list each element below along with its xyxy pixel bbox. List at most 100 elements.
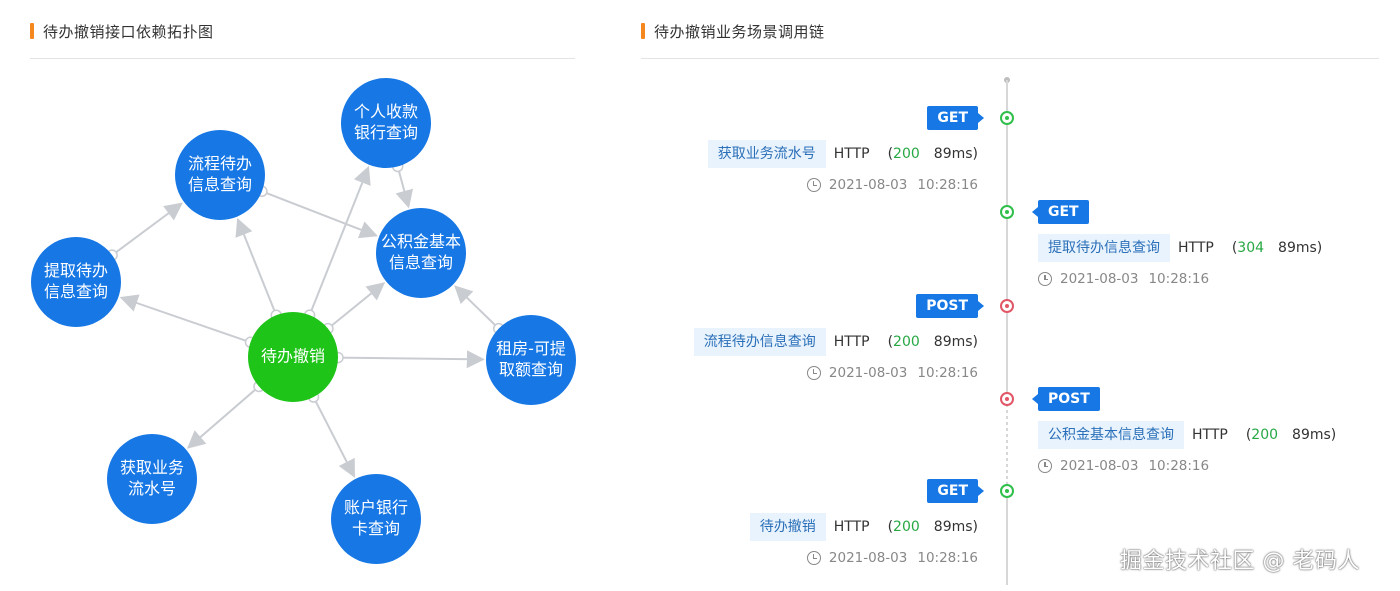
node-circle[interactable] [31, 237, 121, 327]
node-label: 个人收款 [354, 102, 418, 121]
http-method-badge: GET [927, 106, 984, 130]
edge-center-to-n_tiqu [119, 294, 251, 344]
node-label: 信息查询 [188, 175, 252, 194]
timestamp-row: 2021-08-03 10:28:16 [1038, 457, 1209, 475]
protocol-label: HTTP [833, 146, 870, 162]
topology-node-n_gongjijin[interactable]: 公积金基本信息查询 [376, 208, 466, 298]
edge-center-to-n_zufang [337, 350, 485, 369]
http-method-badge: GET [927, 479, 984, 503]
event-status-dot-icon [1000, 111, 1014, 125]
edge-n_tiqu-to-n_liucheng [111, 202, 183, 256]
node-circle[interactable] [486, 315, 576, 405]
protocol-label: HTTP [1178, 240, 1214, 256]
timestamp-date: 2021-08-03 [1060, 271, 1139, 287]
clock-icon [806, 551, 821, 565]
duration-value: 89ms [1278, 240, 1317, 256]
callchain-panel-header: 待办撤销业务场景调用链 [641, 20, 825, 42]
paren-close: ) [1330, 427, 1337, 443]
edge-n_liucheng-to-n_gongjijin [261, 190, 378, 239]
paren-open: ( [1231, 240, 1238, 256]
duration-value: 89ms [933, 519, 973, 535]
status-code: 200 [893, 519, 920, 535]
duration-value: 89ms [1292, 427, 1331, 443]
http-method-badge: GET [1032, 200, 1089, 224]
topology-node-center[interactable]: 待办撤销 [248, 312, 338, 402]
status-code: 200 [893, 146, 920, 162]
node-circle[interactable] [331, 474, 421, 564]
node-label: 信息查询 [389, 253, 453, 272]
api-name-link[interactable]: 提取待办信息查询 [1038, 234, 1170, 262]
clock-icon [806, 366, 821, 380]
event-status-dot-icon [1000, 299, 1014, 313]
title-accent-bar [641, 23, 645, 39]
node-label: 流程待办 [188, 154, 252, 173]
status-code: 200 [1251, 427, 1279, 443]
node-circle[interactable] [248, 312, 338, 402]
api-name-link[interactable]: 流程待办信息查询 [693, 328, 826, 356]
call-info-row: 提取待办信息查询 HTTP (304 89ms) [1038, 234, 1322, 262]
node-label: 待办撤销 [261, 347, 325, 366]
timestamp-date: 2021-08-03 [828, 177, 908, 193]
edge-center-to-n_geren [308, 165, 371, 316]
node-label: 账户银行 [344, 498, 408, 517]
paren-open: ( [887, 146, 894, 162]
api-name-link[interactable]: 待办撤销 [749, 513, 826, 541]
http-method-badge: POST [916, 294, 984, 318]
node-label: 信息查询 [44, 282, 108, 301]
api-name-link[interactable]: 公积金基本信息查询 [1038, 421, 1184, 449]
callchain-timeline-axis [1004, 77, 1010, 585]
paren-open: ( [887, 519, 894, 535]
node-circle[interactable] [376, 208, 466, 298]
node-label: 卡查询 [352, 519, 400, 538]
node-circle[interactable] [175, 130, 265, 220]
axis-line-dashed [1006, 398, 1008, 491]
node-label: 提取待办 [44, 261, 108, 280]
node-label: 租房-可提 [496, 339, 566, 358]
node-circle[interactable] [107, 434, 197, 524]
duration-value: 89ms [933, 146, 973, 162]
api-name-link[interactable]: 获取业务流水号 [707, 140, 826, 168]
topology-node-n_huoqu[interactable]: 获取业务流水号 [107, 434, 197, 524]
callchain-panel-title: 待办撤销业务场景调用链 [654, 22, 825, 41]
protocol-label: HTTP [1192, 427, 1228, 443]
node-circle[interactable] [341, 78, 431, 168]
axis-line-solid [1006, 491, 1008, 585]
topology-panel-header: 待办撤销接口依赖拓扑图 [30, 20, 214, 42]
event-status-dot-icon [1000, 392, 1014, 406]
paren-open: ( [1245, 427, 1252, 443]
timestamp-row: 2021-08-03 10:28:16 [806, 176, 978, 194]
edge-n_geren-to-n_gongjijin [395, 166, 414, 209]
clock-icon [806, 178, 821, 192]
edge-center-to-n_gongjijin [327, 282, 386, 330]
node-label: 取额查询 [499, 360, 563, 379]
status-code: 200 [893, 334, 920, 350]
title-accent-bar [30, 23, 34, 39]
edge-center-to-n_zhanghu [312, 396, 356, 478]
topology-panel-title: 待办撤销接口依赖拓扑图 [43, 22, 214, 41]
node-label: 公积金基本 [381, 232, 461, 251]
topology-panel-divider [30, 58, 575, 59]
timestamp-time: 10:28:16 [1148, 458, 1210, 474]
topology-node-n_liucheng[interactable]: 流程待办信息查询 [175, 130, 265, 220]
http-method-badge: POST [1032, 387, 1100, 411]
call-info-row: 公积金基本信息查询 HTTP (200 89ms) [1038, 421, 1336, 449]
timestamp-time: 10:28:16 [917, 177, 978, 193]
protocol-label: HTTP [833, 519, 870, 535]
call-info-row: 待办撤销 HTTP (200 89ms) [749, 513, 978, 541]
duration-value: 89ms [933, 334, 973, 350]
paren-close: ) [972, 334, 978, 350]
timestamp-date: 2021-08-03 [828, 365, 908, 381]
topology-node-n_tiqu[interactable]: 提取待办信息查询 [31, 237, 121, 327]
timestamp-time: 10:28:16 [1148, 271, 1210, 287]
timestamp-date: 2021-08-03 [1060, 458, 1139, 474]
status-code: 304 [1237, 240, 1265, 256]
paren-close: ) [972, 519, 978, 535]
paren-close: ) [1316, 240, 1323, 256]
edge-center-to-n_liucheng [235, 217, 278, 316]
paren-open: ( [887, 334, 894, 350]
